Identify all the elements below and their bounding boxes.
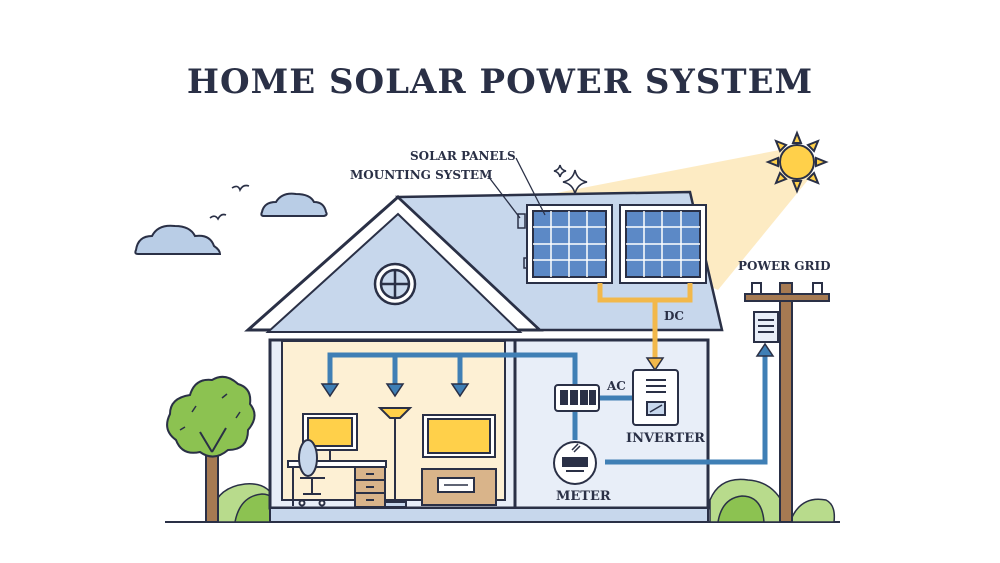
cloud-icon	[134, 192, 328, 255]
breaker-box-icon	[554, 384, 600, 412]
house-foundation	[269, 507, 709, 523]
bird-icon	[209, 184, 250, 221]
tree-icon	[166, 375, 256, 523]
ac-label: AC	[607, 379, 626, 393]
dc-label: DC	[664, 309, 684, 323]
round-window	[373, 262, 417, 306]
solar-panel-icon	[526, 204, 707, 284]
power-grid-label: POWER GRID	[738, 259, 831, 273]
tv-cabinet	[421, 468, 497, 506]
sun-icon	[765, 130, 829, 194]
utility-pole-icon	[744, 282, 830, 523]
ac-wires	[327, 352, 768, 465]
tv-icon	[422, 414, 496, 458]
meter-label: METER	[556, 489, 611, 504]
office-chair-icon	[298, 439, 326, 507]
solar-panels-label: SOLAR PANELS	[410, 149, 516, 163]
meter-icon	[553, 441, 597, 485]
ac-arrowheads	[320, 342, 775, 398]
page-title: HOME SOLAR POWER SYSTEM	[186, 62, 814, 102]
desk-icon	[287, 460, 387, 508]
dc-wire	[597, 283, 693, 360]
dc-arrow	[645, 357, 665, 372]
mounting-bracket	[517, 213, 526, 229]
inverter-icon	[632, 369, 679, 426]
inverter-label: INVERTER	[626, 431, 705, 446]
bush-left	[209, 483, 279, 523]
lamp-icon	[377, 407, 413, 508]
leader-lines	[487, 157, 546, 219]
mounting-system-label: MOUNTING SYSTEM	[350, 168, 493, 182]
bush-right	[709, 478, 836, 523]
